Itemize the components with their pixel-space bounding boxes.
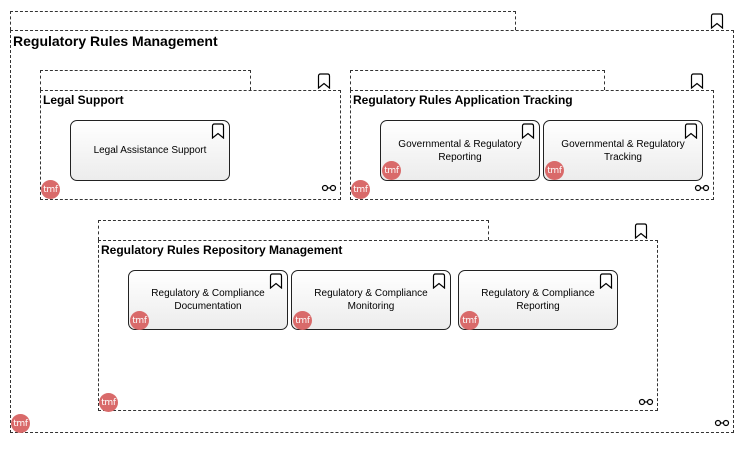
tmf-badge: tmf	[460, 311, 479, 330]
tmf-badge: tmf	[293, 311, 312, 330]
component-governmental-regulatory-tracking[interactable]: Governmental & Regulatory Tracking tmf	[543, 120, 703, 181]
tmf-badge: tmf	[351, 180, 370, 199]
bookmark-icon	[317, 73, 331, 89]
outer-group-tab	[10, 11, 516, 30]
component-label: Regulatory & Compliance Reporting	[481, 288, 595, 312]
tmf-badge: tmf	[545, 161, 564, 180]
component-label: Legal Assistance Support	[93, 145, 207, 156]
tmf-badge: tmf	[41, 180, 60, 199]
bookmark-icon	[690, 73, 704, 89]
component-governmental-regulatory-reporting[interactable]: Governmental & Regulatory Reporting tmf	[380, 120, 540, 181]
link-icon	[694, 184, 710, 192]
link-icon	[321, 184, 337, 192]
bookmark-icon	[634, 223, 648, 239]
group-title: Regulatory Rules Application Tracking	[353, 93, 573, 107]
group-title: Regulatory Rules Management	[13, 33, 218, 49]
tracking-group-tab	[350, 70, 605, 90]
tmf-badge: tmf	[11, 414, 30, 433]
bookmark-icon	[684, 123, 698, 139]
tmf-badge: tmf	[382, 161, 401, 180]
legal-support-group[interactable]: Legal Support	[40, 90, 341, 200]
bookmark-icon	[269, 273, 283, 289]
link-icon	[638, 398, 654, 406]
bookmark-icon	[710, 13, 724, 29]
link-icon	[714, 419, 730, 427]
bookmark-icon	[432, 273, 446, 289]
bookmark-icon	[521, 123, 535, 139]
bookmark-icon	[211, 123, 225, 139]
group-title: Regulatory Rules Repository Management	[101, 243, 343, 257]
component-regulatory-compliance-reporting[interactable]: Regulatory & Compliance Reporting tmf	[458, 270, 618, 330]
tmf-badge: tmf	[130, 311, 149, 330]
component-label: Governmental & Regulatory Reporting	[398, 138, 522, 163]
repository-group-tab	[98, 220, 489, 240]
repository-management-group[interactable]: Regulatory Rules Repository Management	[98, 240, 658, 411]
component-label: Regulatory & Compliance Monitoring	[314, 288, 428, 312]
application-tracking-group[interactable]: Regulatory Rules Application Tracking	[350, 90, 714, 200]
component-label: Governmental & Regulatory Tracking	[561, 138, 685, 163]
component-label: Regulatory & Compliance Documentation	[151, 288, 265, 312]
component-regulatory-compliance-monitoring[interactable]: Regulatory & Compliance Monitoring tmf	[291, 270, 451, 330]
bookmark-icon	[599, 273, 613, 289]
outer-group[interactable]: Regulatory Rules Management	[10, 30, 734, 433]
component-regulatory-compliance-documentation[interactable]: Regulatory & Compliance Documentation tm…	[128, 270, 288, 330]
legal-group-tab	[40, 70, 251, 90]
tmf-badge: tmf	[99, 393, 118, 412]
group-title: Legal Support	[43, 93, 124, 107]
component-legal-assistance-support[interactable]: Legal Assistance Support	[70, 120, 230, 181]
